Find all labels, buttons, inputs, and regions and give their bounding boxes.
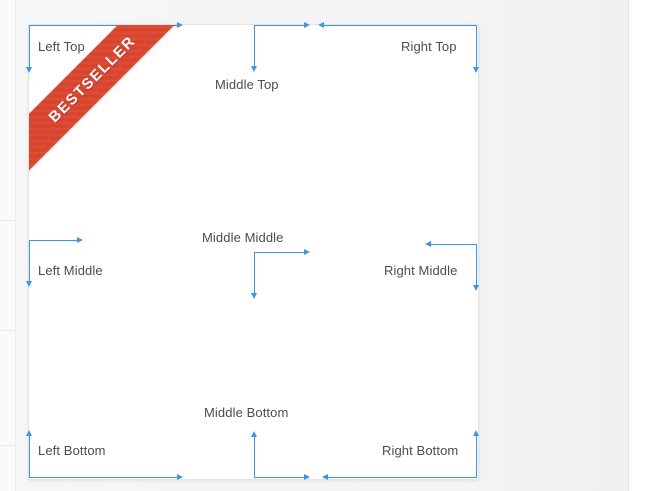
arrow-right-icon (304, 22, 310, 28)
guide-line-horizontal (29, 25, 177, 26)
arrow-right-icon (177, 22, 183, 28)
label-left-bottom: Left Bottom (38, 443, 106, 458)
label-left-top: Left Top (38, 39, 85, 54)
label-right-top: Right Top (401, 39, 457, 54)
guide-line-horizontal (254, 252, 304, 253)
left-rail (0, 0, 16, 491)
guide-line-vertical (254, 252, 255, 293)
guide-line-vertical (29, 25, 30, 67)
arrow-up-icon (26, 430, 32, 436)
arrow-left-icon (318, 22, 324, 28)
guide-line-vertical (476, 25, 477, 67)
guide-line-vertical (254, 25, 255, 66)
arrow-down-icon (251, 293, 257, 299)
product-card[interactable]: Left Top Middle Top Right Top Left Middl… (26, 22, 479, 480)
guide-line-horizontal (254, 477, 304, 478)
guide-line-vertical (29, 240, 30, 281)
left-rail-divider (0, 445, 15, 446)
arrow-right-icon (304, 474, 310, 480)
arrow-down-icon (26, 67, 32, 73)
guide-line-horizontal (324, 25, 477, 26)
label-middle-top: Middle Top (215, 77, 279, 92)
arrow-right-icon (77, 237, 83, 243)
guide-line-vertical (476, 436, 477, 478)
arrow-up-icon (251, 431, 257, 437)
guide-line-vertical (254, 437, 255, 478)
arrow-right-icon (177, 474, 183, 480)
label-middle-middle: Middle Middle (202, 230, 284, 245)
arrow-down-icon (473, 285, 479, 291)
guide-line-horizontal (254, 25, 304, 26)
guide-line-vertical (29, 436, 30, 478)
arrow-left-icon (322, 474, 328, 480)
label-right-bottom: Right Bottom (382, 443, 459, 458)
arrow-left-icon (425, 241, 431, 247)
arrow-down-icon (26, 281, 32, 287)
arrow-right-icon (304, 249, 310, 255)
left-rail-divider (0, 220, 15, 221)
right-gutter (628, 0, 650, 491)
guide-line-horizontal (431, 244, 477, 245)
arrow-down-icon (473, 67, 479, 73)
guide-line-horizontal (29, 240, 77, 241)
label-right-middle: Right Middle (384, 263, 458, 278)
guide-line-vertical (476, 244, 477, 285)
guide-line-horizontal (328, 477, 477, 478)
arrow-up-icon (473, 430, 479, 436)
label-left-middle: Left Middle (38, 263, 103, 278)
left-rail-divider (0, 330, 15, 331)
label-middle-bottom: Middle Bottom (204, 405, 289, 420)
arrow-down-icon (251, 66, 257, 72)
guide-line-horizontal (29, 477, 177, 478)
